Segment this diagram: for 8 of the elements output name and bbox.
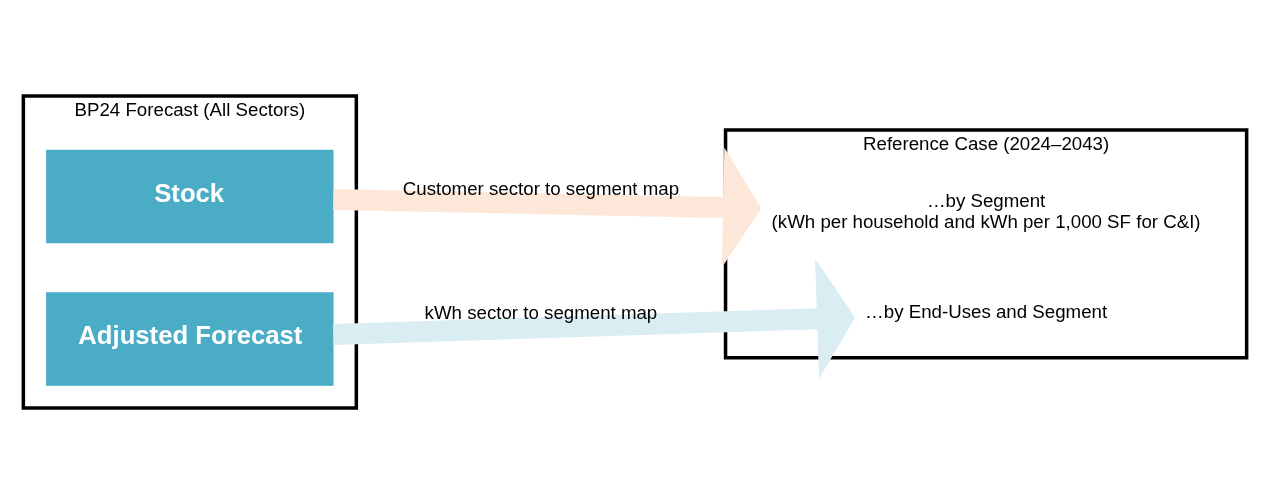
- edge-label: Customer sector to segment map: [402, 177, 680, 199]
- node-box: Stock: [46, 149, 334, 243]
- edge-label: kWh sector to segment map: [424, 301, 658, 323]
- node-text: …by Segment (kWh per household and kWh per 1,000 SF for C&I): [771, 189, 1201, 232]
- arrow: [333, 258, 856, 379]
- node-box: Adjusted Forecast: [46, 291, 334, 386]
- arrow: [333, 146, 762, 268]
- node-text: …by End-Uses and Segment: [865, 300, 1108, 322]
